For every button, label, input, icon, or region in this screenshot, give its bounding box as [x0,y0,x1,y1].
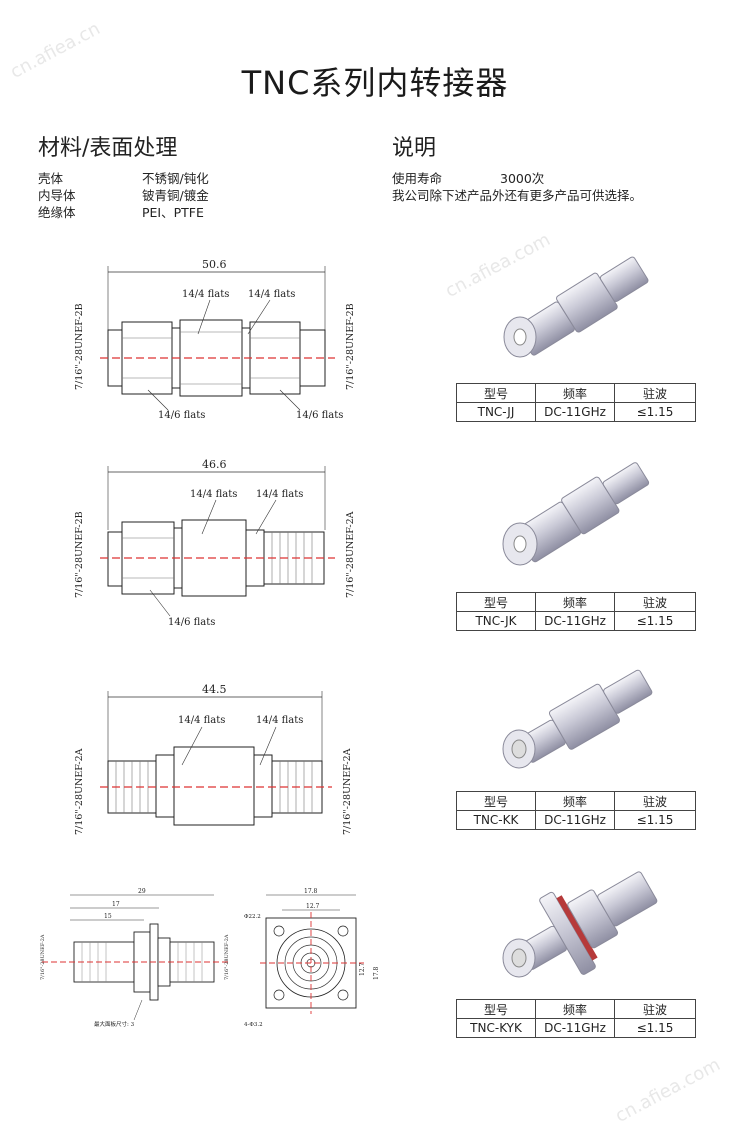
panel-note: 最大面板尺寸: 3 [94,1020,135,1028]
material-value: 不锈钢/钝化 [142,171,209,186]
header-model: 型号 [456,999,536,1019]
thread-label: 7/16"-28UNEF-2B [74,511,85,598]
material-part: 绝缘体 [38,205,76,220]
dimension: 17 [112,901,120,908]
thread-label: 7/16"-28UNEF-2A [224,934,230,980]
dimension: 12.7 [359,962,366,976]
length-dim: 29 [138,888,146,895]
flats-label: 14/6 flats [158,410,205,421]
length-dim: 46.6 [202,458,227,471]
material-value: 铍青铜/镀金 [142,188,209,203]
cell-model: TNC-JJ [456,402,536,422]
cell-vswr: ≤1.15 [614,810,696,830]
material-part: 壳体 [38,171,64,186]
length-dim: 50.6 [202,258,227,271]
photo-tnc-jj [503,256,649,358]
flats-label: 14/4 flats [248,289,295,300]
photo-tnc-jk [502,462,650,566]
header-vswr: 驻波 [614,592,696,612]
cell-freq: DC-11GHz [535,1018,615,1038]
spec-table-tnc-jk: 型号 频率 驻波 TNC-JK DC-11GHz ≤1.15 [456,592,696,631]
dimension: 17.8 [373,966,380,980]
flats-label: 14/4 flats [190,489,237,500]
material-value: PEI、PTFE [142,205,204,220]
header-model: 型号 [456,592,536,612]
photo-tnc-kk [502,669,653,769]
materials-heading: 材料/表面处理 [38,136,178,161]
header-freq: 频率 [535,383,615,403]
dimension: 15 [104,913,112,920]
cell-vswr: ≤1.15 [614,611,696,631]
thread-label: 7/16"-28UNEF-2A [40,934,46,980]
watermark-bottom-right: cn.afiea.com [611,1054,724,1127]
header-freq: 频率 [535,592,615,612]
spec-table-tnc-kk: 型号 频率 驻波 TNC-KK DC-11GHz ≤1.15 [456,791,696,830]
photo-tnc-kyk [502,871,658,978]
dimension: 17.8 [304,888,318,895]
header-vswr: 驻波 [614,999,696,1019]
drawing-tnc-kk: 44.5 14/4 flats 14/4 flats 7/16"-28UNEF-… [74,683,353,835]
header-vswr: 驻波 [614,383,696,403]
header-model: 型号 [456,791,536,811]
cell-freq: DC-11GHz [535,810,615,830]
spec-table-tnc-kyk: 型号 频率 驻波 TNC-KYK DC-11GHz ≤1.15 [456,999,696,1038]
life-value: 3000次 [500,171,545,186]
header-model: 型号 [456,383,536,403]
cell-vswr: ≤1.15 [614,402,696,422]
cell-model: TNC-KK [456,810,536,830]
description-heading: 说明 [392,136,437,161]
drawing-tnc-kyk: 29 17 15 7/16"-28UNEF-2A 7/16"-28UNEF-2A… [40,888,380,1028]
flats-label: 14/4 flats [256,489,303,500]
length-dim: 44.5 [202,683,227,696]
cell-freq: DC-11GHz [535,402,615,422]
thread-label: 7/16"-28UNEF-2B [74,303,85,390]
life-label: 使用寿命 [392,171,443,186]
thread-label: 7/16"-28UNEF-2A [345,511,356,598]
spec-table-tnc-jj: 型号 频率 驻波 TNC-JJ DC-11GHz ≤1.15 [456,383,696,422]
flats-label: 14/6 flats [168,617,215,628]
thread-label: 7/16"-28UNEF-2B [345,303,356,390]
drawing-tnc-jk: 46.6 14/4 flats 14/4 flats 14/6 flats 7/… [74,458,356,628]
description-note: 我公司除下述产品外还有更多产品可供选择。 [392,188,643,203]
header-vswr: 驻波 [614,791,696,811]
flats-label: 14/4 flats [178,715,225,726]
thread-label: 7/16"-28UNEF-2A [74,748,85,835]
flats-label: 14/6 flats [296,410,343,421]
drawing-tnc-jj: 50.6 14/4 flats 14/4 flats 14/6 flats 14… [74,258,356,421]
material-part: 内导体 [38,188,76,203]
header-freq: 频率 [535,791,615,811]
thread-label: 7/16"-28UNEF-2A [342,748,353,835]
hole-dim: Φ22.2 [244,914,261,920]
cell-freq: DC-11GHz [535,611,615,631]
cell-vswr: ≤1.15 [614,1018,696,1038]
flats-label: 14/4 flats [256,715,303,726]
cell-model: TNC-KYK [456,1018,536,1038]
cell-model: TNC-JK [456,611,536,631]
flats-label: 14/4 flats [182,289,229,300]
page-title: TNC系列内转接器 [241,64,509,102]
dimension: 12.7 [306,903,320,910]
header-freq: 频率 [535,999,615,1019]
holes-dim: 4-Φ3.2 [244,1022,263,1028]
